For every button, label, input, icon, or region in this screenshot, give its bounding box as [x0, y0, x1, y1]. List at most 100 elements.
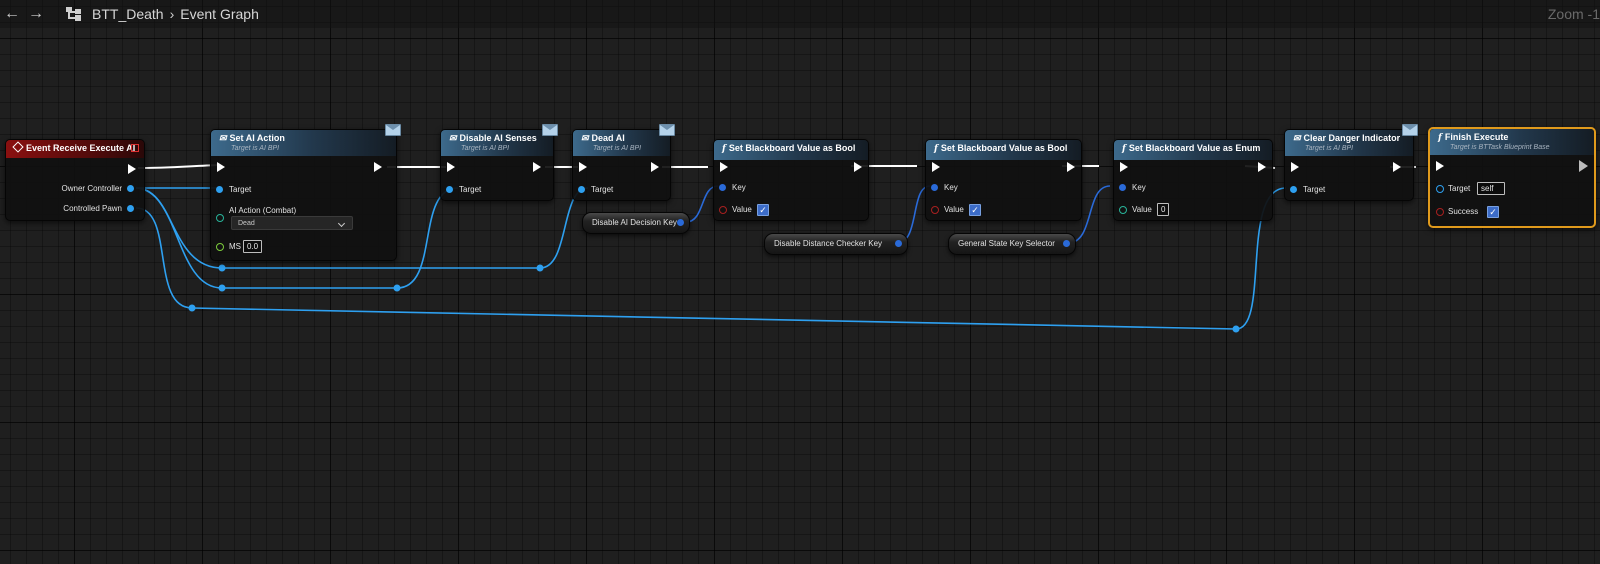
node-header: ✉Clear Danger Indicator Target is AI BPI	[1285, 130, 1413, 156]
disable-distance-checker-key-getter[interactable]: Disable Distance Checker Key	[764, 233, 908, 255]
reroute-points	[188, 264, 1240, 333]
ms-pin[interactable]	[216, 243, 224, 251]
target-pin[interactable]	[1436, 185, 1444, 193]
exec-out-pin[interactable]	[1579, 160, 1588, 172]
value-checkbox[interactable]: ✓	[969, 204, 981, 216]
target-pin[interactable]	[216, 186, 223, 193]
pin-label: AI Action (Combat)	[229, 206, 297, 215]
success-pin[interactable]	[1436, 208, 1444, 216]
value-pin[interactable]	[719, 206, 727, 214]
variable-out-pin[interactable]	[895, 240, 902, 247]
value-pin[interactable]	[931, 206, 939, 214]
breadcrumb-graph[interactable]: Event Graph	[180, 6, 259, 22]
success-checkbox[interactable]: ✓	[1487, 206, 1499, 218]
ai-action-dropdown[interactable]: Dead	[231, 216, 353, 230]
dead-ai-node[interactable]: ✉Dead AI Target is AI BPI Target	[572, 124, 675, 201]
exec-in-pin[interactable]	[447, 162, 455, 172]
exec-in-pin[interactable]	[579, 162, 587, 172]
forward-arrow-icon[interactable]: →	[28, 5, 44, 22]
exec-out-pin[interactable]	[651, 162, 659, 172]
exec-in-pin[interactable]	[932, 162, 940, 172]
event-receive-execute-ai-node[interactable]: Event Receive Execute AI Owner Controlle…	[5, 139, 145, 221]
disable-ai-senses-node[interactable]: ✉Disable AI Senses Target is AI BPI Targ…	[440, 124, 558, 201]
target-self-input[interactable]: self	[1477, 182, 1505, 195]
target-pin[interactable]	[578, 186, 585, 193]
key-pin[interactable]	[931, 184, 938, 191]
exec-out-pin[interactable]	[533, 162, 541, 172]
node-title: Clear Danger Indicator	[1303, 133, 1401, 143]
exec-in-pin[interactable]	[1291, 162, 1299, 172]
owner-controller-pin[interactable]	[127, 185, 134, 192]
ms-input[interactable]: 0.0	[243, 240, 263, 253]
general-state-key-selector-getter[interactable]: General State Key Selector	[948, 233, 1076, 255]
reroute-dot	[218, 264, 226, 272]
ai-action-pin[interactable]	[216, 214, 224, 222]
pin-label: Value	[732, 205, 752, 214]
exec-in-pin[interactable]	[720, 162, 728, 172]
chevron-down-icon	[337, 219, 346, 228]
controlled-pawn-pin[interactable]	[127, 205, 134, 212]
node-title: Event Receive Execute AI	[26, 143, 136, 153]
exec-out-pin[interactable]	[1393, 162, 1401, 172]
chevron-right-icon: ›	[169, 6, 175, 22]
key-pin[interactable]	[1119, 184, 1126, 191]
exec-in-pin[interactable]	[1436, 161, 1444, 171]
variable-out-pin[interactable]	[1063, 240, 1070, 247]
envelope-icon	[659, 124, 675, 136]
variable-out-pin[interactable]	[677, 219, 684, 226]
node-subtitle: Target is AI BPI	[1305, 145, 1354, 152]
variable-label: Disable Distance Checker Key	[774, 239, 883, 248]
node-header: ✉Disable AI Senses Target is AI BPI	[441, 130, 553, 156]
disable-ai-decision-key-getter[interactable]: Disable AI Decision Key	[582, 212, 690, 234]
exec-out-pin[interactable]	[1067, 162, 1075, 172]
value-checkbox[interactable]: ✓	[757, 204, 769, 216]
message-icon: ✉	[1293, 134, 1301, 144]
node-header: Event Receive Execute AI	[6, 140, 144, 158]
back-arrow-icon[interactable]: ←	[4, 5, 20, 22]
reroute-dot	[536, 264, 544, 272]
target-pin[interactable]	[446, 186, 453, 193]
enum-value-input[interactable]: 0	[1157, 203, 1170, 216]
set-ai-action-node[interactable]: ✉Set AI Action Target is AI BPI Target A…	[210, 124, 401, 261]
node-title: Dead AI	[591, 133, 625, 143]
pin-label: Target	[1303, 185, 1326, 194]
exec-in-pin[interactable]	[217, 162, 225, 172]
value-pin[interactable]	[1119, 206, 1127, 214]
exec-out-pin[interactable]	[128, 164, 136, 174]
key-pin[interactable]	[719, 184, 726, 191]
exec-out-pin[interactable]	[374, 162, 382, 172]
exec-out-pin[interactable]	[854, 162, 862, 172]
exec-out-pin[interactable]	[1258, 162, 1266, 172]
node-header: ✉Set AI Action Target is AI BPI	[211, 130, 396, 156]
exec-wire	[137, 164, 221, 169]
node-subtitle: Target is AI BPI	[593, 145, 642, 152]
dropdown-value: Dead	[238, 220, 255, 227]
exec-in-pin[interactable]	[1120, 162, 1128, 172]
pin-label: Target	[591, 185, 614, 194]
reroute-dot	[393, 284, 401, 292]
function-icon: f	[934, 144, 938, 154]
pin-label: Target	[459, 185, 482, 194]
function-icon: f	[722, 144, 726, 154]
delegate-pin-icon[interactable]	[131, 144, 139, 152]
envelope-icon	[385, 124, 401, 136]
graph-toolbar: ← → BTT_Death › Event Graph Zoom -1	[0, 0, 1600, 28]
variable-label: Disable AI Decision Key	[592, 218, 677, 227]
target-pin[interactable]	[1290, 186, 1297, 193]
pin-label: Owner Controller	[61, 184, 122, 193]
pin-label: Value	[1132, 205, 1152, 214]
breadcrumb-asset[interactable]: BTT_Death	[92, 6, 164, 22]
node-subtitle: Target is BTTask Blueprint Base	[1450, 144, 1550, 151]
message-icon: ✉	[581, 134, 589, 144]
pin-label: MS	[229, 242, 241, 251]
pin-label: Success	[1448, 207, 1479, 216]
clear-danger-indicator-node[interactable]: ✉Clear Danger Indicator Target is AI BPI…	[1284, 124, 1418, 201]
pin-label: Key	[1132, 183, 1146, 192]
